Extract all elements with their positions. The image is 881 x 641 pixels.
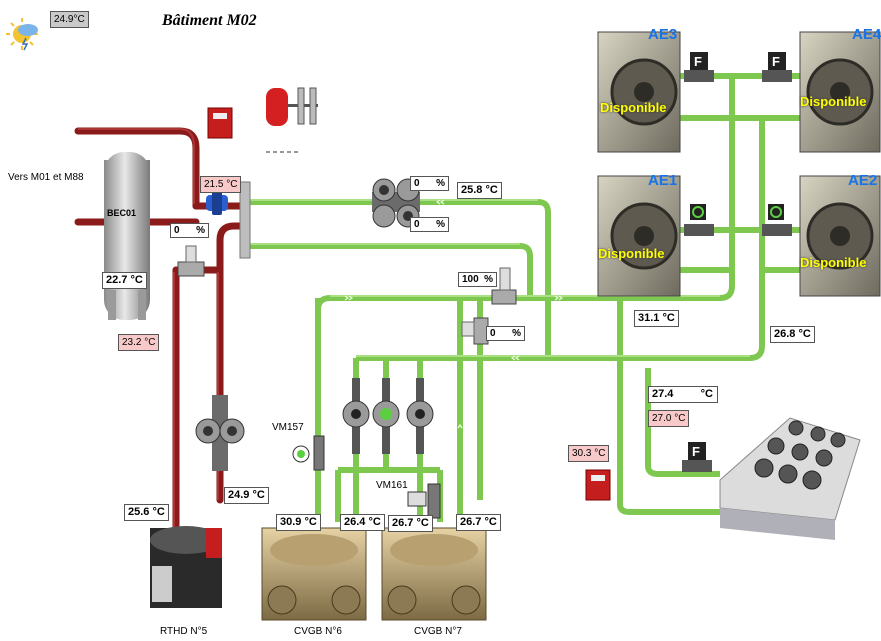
valve-opening[interactable]: 0% bbox=[410, 176, 449, 191]
status-ok-icon bbox=[684, 204, 714, 236]
valve-opening-unit: % bbox=[436, 218, 445, 231]
temp-unit: °C bbox=[701, 388, 713, 401]
chiller-label: RTHD N°5 bbox=[160, 626, 207, 637]
destination-label: Vers M01 et M88 bbox=[8, 172, 84, 183]
valve-label: VM157 bbox=[272, 422, 304, 433]
page-title: Bâtiment M02 bbox=[162, 12, 257, 30]
svg-text:F: F bbox=[692, 444, 700, 459]
valve-opening-unit: % bbox=[484, 273, 493, 286]
temp-sensor: 31.1 °C bbox=[634, 310, 679, 327]
ae4-status: Disponible bbox=[800, 94, 866, 109]
chilled-water-pipes bbox=[250, 76, 800, 522]
temp-sensor: 21.5 °C bbox=[200, 176, 241, 193]
valve-icon bbox=[178, 246, 204, 276]
temp-sensor: 25.6 °C bbox=[124, 504, 169, 521]
control-box-icon bbox=[208, 108, 232, 138]
ae3-label: AE3 bbox=[648, 26, 677, 43]
temp-sensor: 22.7 °C bbox=[102, 272, 147, 289]
ae1-label: AE1 bbox=[648, 172, 677, 189]
valve-icon bbox=[293, 436, 324, 470]
pump-icon bbox=[196, 395, 244, 471]
ae4-label: AE4 bbox=[852, 26, 881, 43]
pump-icon bbox=[407, 378, 433, 454]
pump-icon bbox=[373, 378, 399, 454]
valve-opening-unit: % bbox=[196, 224, 205, 237]
air-exchanger-ae1 bbox=[598, 176, 680, 296]
dry-cooler bbox=[720, 418, 860, 540]
weather-icon bbox=[6, 18, 38, 50]
valve-opening-value: 0 bbox=[414, 178, 420, 189]
blue-valve-icon bbox=[206, 191, 228, 215]
valve-opening-value: 100 bbox=[462, 274, 479, 285]
filter-icon: F bbox=[682, 442, 712, 472]
pump-icon bbox=[343, 378, 369, 454]
temp-sensor: 30.9 °C bbox=[276, 514, 321, 531]
ae2-label: AE2 bbox=[848, 172, 877, 189]
valve-opening[interactable]: 0% bbox=[486, 326, 525, 341]
expansion-vessel bbox=[266, 88, 318, 152]
status-ok-icon bbox=[762, 204, 792, 236]
temp-sensor: 26.7 °C bbox=[456, 514, 501, 531]
valve-opening[interactable]: 0% bbox=[410, 217, 449, 232]
air-exchanger-ae4 bbox=[800, 32, 880, 152]
valve-icon bbox=[462, 318, 488, 344]
temp-sensor: 26.7 °C bbox=[388, 515, 433, 532]
valve-opening[interactable]: 100% bbox=[458, 272, 497, 287]
temp-sensor: 26.4 °C bbox=[340, 514, 385, 531]
temp-value: 27.4 bbox=[652, 388, 673, 400]
collector bbox=[240, 182, 250, 258]
valve-opening-value: 0 bbox=[174, 225, 180, 236]
air-exchanger-ae3 bbox=[598, 32, 680, 152]
svg-text:F: F bbox=[772, 54, 780, 69]
tank-label: BEC01 bbox=[107, 208, 136, 218]
valve-label: VM161 bbox=[376, 480, 408, 491]
temp-sensor: 30.3 °C bbox=[568, 445, 609, 462]
temp-sensor: 25.8 °C bbox=[457, 182, 502, 199]
outdoor-temperature: 24.9°C bbox=[50, 11, 89, 28]
temp-sensor: 26.8 °C bbox=[770, 326, 815, 343]
ae3-status: Disponible bbox=[600, 100, 666, 115]
valve-opening-value: 0 bbox=[414, 219, 420, 230]
valve-opening-unit: % bbox=[436, 177, 445, 190]
ae1-status: Disponible bbox=[598, 246, 664, 261]
ae2-status: Disponible bbox=[800, 255, 866, 270]
bec01-tank bbox=[104, 152, 150, 320]
temp-sensor: 27.0 °C bbox=[648, 410, 689, 427]
valve-opening[interactable]: 0% bbox=[170, 223, 209, 238]
control-box-icon bbox=[586, 470, 610, 500]
temp-sensor: 24.9 °C bbox=[224, 487, 269, 504]
valve-icon bbox=[408, 484, 440, 518]
chiller-rthd5 bbox=[150, 526, 222, 608]
filter-icon: F bbox=[762, 52, 792, 82]
air-exchanger-ae2 bbox=[800, 176, 880, 296]
temp-sensor: 27.4 °C bbox=[648, 386, 718, 403]
chiller-label: CVGB N°6 bbox=[294, 626, 342, 637]
chiller-cvgb7 bbox=[382, 528, 486, 620]
filter-icon: F bbox=[684, 52, 714, 82]
chiller-cvgb6 bbox=[262, 528, 366, 620]
temp-sensor: 23.2 °C bbox=[118, 334, 159, 351]
chiller-label: CVGB N°7 bbox=[414, 626, 462, 637]
svg-text:F: F bbox=[694, 54, 702, 69]
valve-opening-value: 0 bbox=[490, 328, 496, 339]
valve-opening-unit: % bbox=[512, 327, 521, 340]
